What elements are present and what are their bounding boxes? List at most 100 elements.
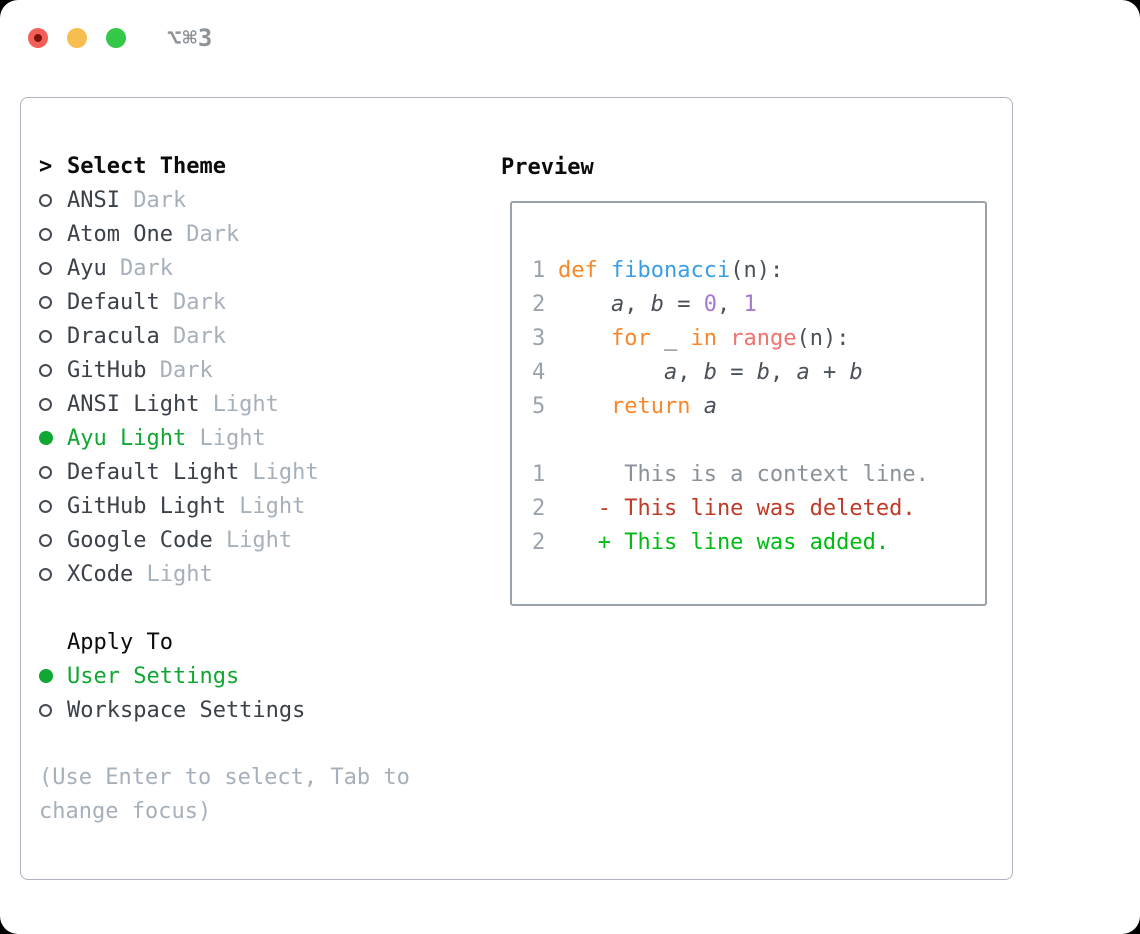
theme-option-xcode[interactable]: XCode Light	[39, 557, 445, 591]
radio-unselected-icon	[39, 703, 52, 717]
theme-variant-badge: Dark	[119, 255, 173, 281]
code-token: a	[610, 291, 625, 317]
apply-to-header: Apply To	[39, 625, 445, 659]
code-token: b	[703, 359, 717, 385]
theme-name: Dracula	[67, 323, 160, 349]
theme-option-ansi[interactable]: ANSI Dark	[39, 183, 445, 217]
code-token: fibonacci	[611, 257, 731, 283]
code-content: def fibonacci(n):	[558, 258, 783, 283]
code-token: a	[796, 359, 810, 385]
diff-content: This is a context line.	[558, 461, 929, 487]
code-token: ,	[716, 291, 744, 317]
zoom-icon[interactable]	[106, 28, 126, 48]
code-token: =	[663, 291, 704, 317]
theme-variant-badge: Light	[199, 425, 266, 451]
radio-unselected-icon	[39, 567, 52, 581]
line-number: 3	[532, 325, 546, 351]
code-token: ,	[624, 291, 651, 317]
radio-unselected-icon	[39, 499, 52, 513]
theme-variant-badge: Light	[212, 391, 279, 417]
code-content: a, b = b, a + b	[558, 360, 863, 385]
radio-unselected-icon	[39, 363, 52, 377]
focus-caret-icon: >	[39, 153, 53, 179]
theme-variant-badge: Light	[146, 561, 213, 587]
code-token: 1	[743, 291, 757, 317]
code-token: a	[663, 359, 678, 385]
code-token	[598, 258, 611, 283]
theme-variant-badge: Dark	[172, 289, 226, 315]
help-text: (Use Enter to select, Tab to change focu…	[39, 765, 410, 824]
code-token: def	[558, 257, 598, 283]
titlebar	[28, 28, 126, 48]
diff-line-context: 1 This is a context line.	[532, 457, 985, 491]
code-token: (n):	[796, 325, 850, 351]
theme-option-dracula[interactable]: Dracula Dark	[39, 319, 445, 353]
theme-name: Ayu Light	[67, 425, 187, 451]
code-token: in	[690, 325, 717, 351]
close-icon[interactable]	[28, 28, 48, 48]
code-content: return a	[558, 394, 717, 419]
theme-list-header: > Select Theme	[39, 149, 445, 183]
radio-unselected-icon	[39, 193, 52, 207]
code-token	[717, 326, 730, 351]
code-token: _	[650, 325, 691, 351]
theme-option-github[interactable]: GitHub Dark	[39, 353, 445, 387]
code-token	[558, 394, 611, 419]
code-token	[558, 292, 611, 317]
line-number: 2	[532, 529, 546, 555]
theme-list-title: Select Theme	[67, 153, 226, 179]
theme-name: XCode	[67, 561, 134, 587]
theme-variant-badge: Dark	[186, 221, 240, 247]
window-title: ⌥⌘3	[167, 24, 214, 52]
code-line: 5 return a	[532, 389, 985, 423]
theme-name: GitHub	[67, 357, 147, 383]
code-token	[690, 394, 703, 419]
radio-unselected-icon	[39, 227, 52, 241]
apply-option-label: User Settings	[67, 663, 240, 689]
code-line: 3 for _ in range(n):	[532, 321, 985, 355]
theme-name: Google Code	[67, 527, 213, 553]
theme-variant-badge: Dark	[172, 323, 226, 349]
apply-option-user-settings[interactable]: User Settings	[39, 659, 445, 693]
theme-name: Default	[67, 289, 160, 315]
code-token: =	[716, 359, 757, 385]
spacer	[39, 591, 445, 625]
line-number: 4	[532, 359, 546, 385]
code-token: return	[610, 393, 691, 419]
apply-option-workspace-settings[interactable]: Workspace Settings	[39, 693, 445, 727]
code-token: +	[809, 359, 850, 385]
code-token: for	[610, 325, 651, 351]
code-content: a, b = 0, 1	[558, 292, 757, 317]
preview-title: Preview	[501, 154, 594, 180]
diff-content: - This line was deleted.	[558, 495, 916, 521]
code-content: for _ in range(n):	[558, 326, 849, 351]
theme-option-default[interactable]: Default Dark	[39, 285, 445, 319]
code-token: range	[730, 325, 797, 351]
radio-selected-icon	[39, 431, 53, 445]
theme-variant-badge: Dark	[159, 357, 213, 383]
theme-variant-badge: Dark	[133, 187, 187, 213]
spacer	[39, 727, 445, 761]
radio-unselected-icon	[39, 295, 52, 309]
theme-variant-badge: Light	[252, 459, 319, 485]
apply-to-title: Apply To	[67, 629, 173, 655]
code-token: ,	[677, 359, 704, 385]
diff-line-added: 2 + This line was added.	[532, 525, 985, 559]
minimize-icon[interactable]	[67, 28, 87, 48]
radio-selected-icon	[39, 669, 53, 683]
diff-content: + This line was added.	[558, 529, 890, 555]
theme-option-ayu-light[interactable]: Ayu Light Light	[39, 421, 445, 455]
theme-name: ANSI	[67, 187, 120, 213]
radio-unselected-icon	[39, 533, 52, 547]
